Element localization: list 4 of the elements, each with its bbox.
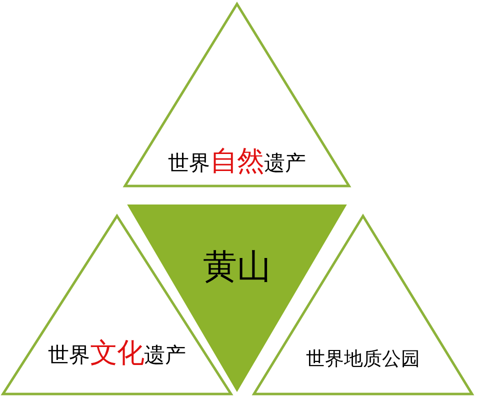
triangle-label: 世界文化遗产	[48, 338, 186, 371]
triangle-label: 世界自然遗产	[168, 146, 306, 179]
triangle-label: 黄山	[203, 247, 271, 288]
triangle-label: 世界地质公园	[306, 348, 420, 371]
